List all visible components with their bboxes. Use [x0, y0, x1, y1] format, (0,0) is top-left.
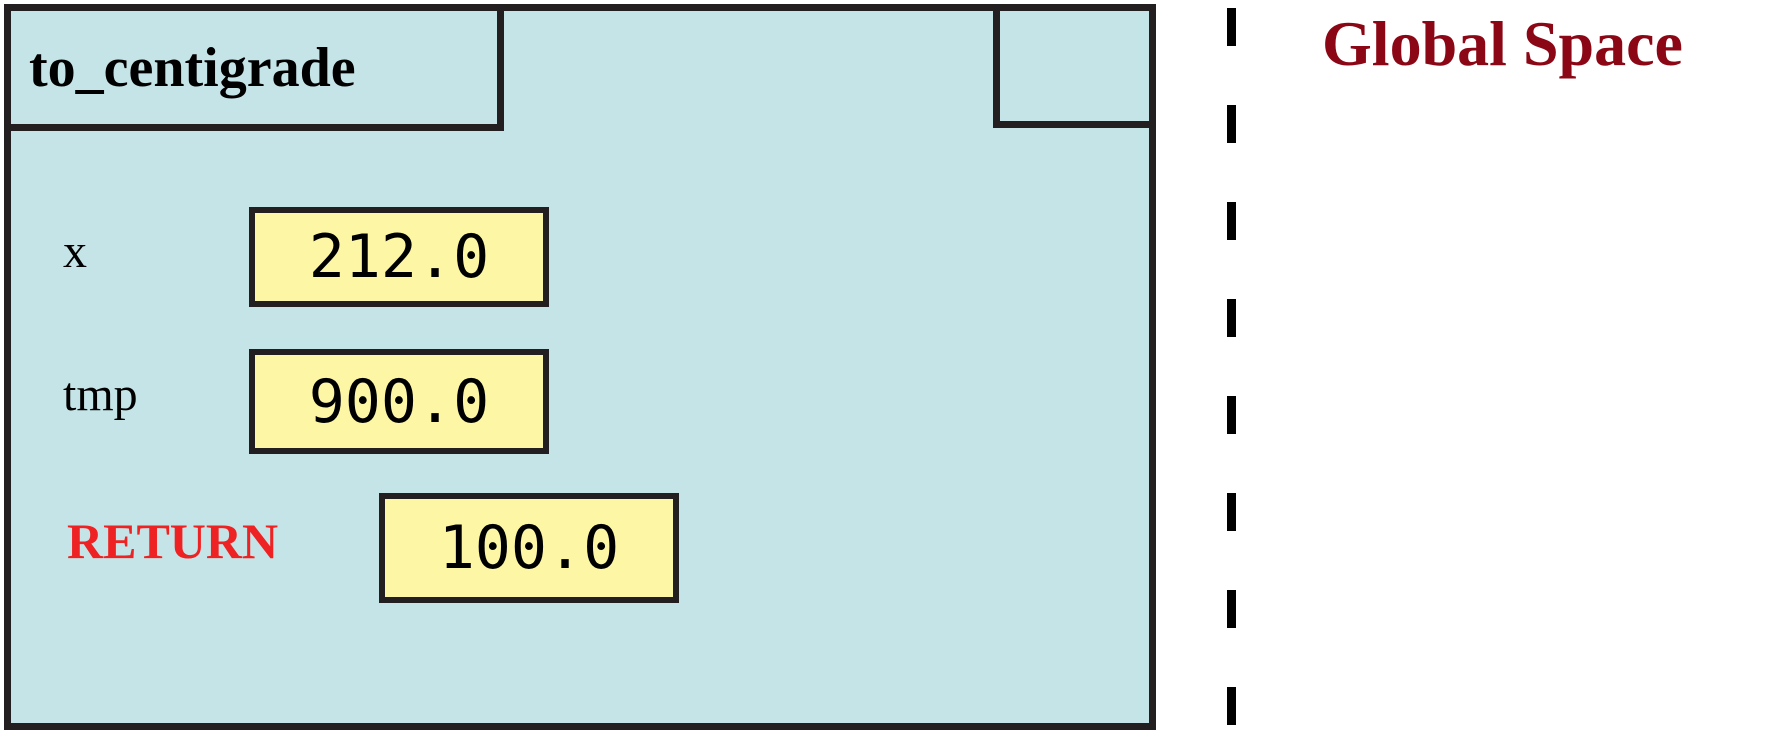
- call-frame-title-box: to_centigrade: [4, 4, 504, 131]
- variable-name-return: RETURN: [67, 513, 279, 569]
- vertical-dashed-divider: [1227, 0, 1236, 737]
- global-space-region: Global Space: [1254, 0, 1770, 737]
- variable-value-x: 212.0: [308, 222, 490, 292]
- function-name-label: to_centigrade: [29, 36, 356, 99]
- variable-name-tmp: tmp: [63, 368, 138, 421]
- variable-value-box-return: 100.0: [379, 493, 679, 603]
- variable-value-box-x: 212.0: [249, 207, 549, 307]
- variable-value-box-tmp: 900.0: [249, 349, 549, 454]
- variable-value-return: 100.0: [438, 513, 620, 583]
- variable-name-x: x: [63, 225, 87, 278]
- global-space-title: Global Space: [1322, 8, 1683, 79]
- variable-value-tmp: 900.0: [308, 366, 490, 437]
- call-frame-corner-box: [993, 4, 1156, 128]
- call-frame: to_centigrade x 212.0 tmp 900.0 RETURN 1…: [4, 4, 1156, 730]
